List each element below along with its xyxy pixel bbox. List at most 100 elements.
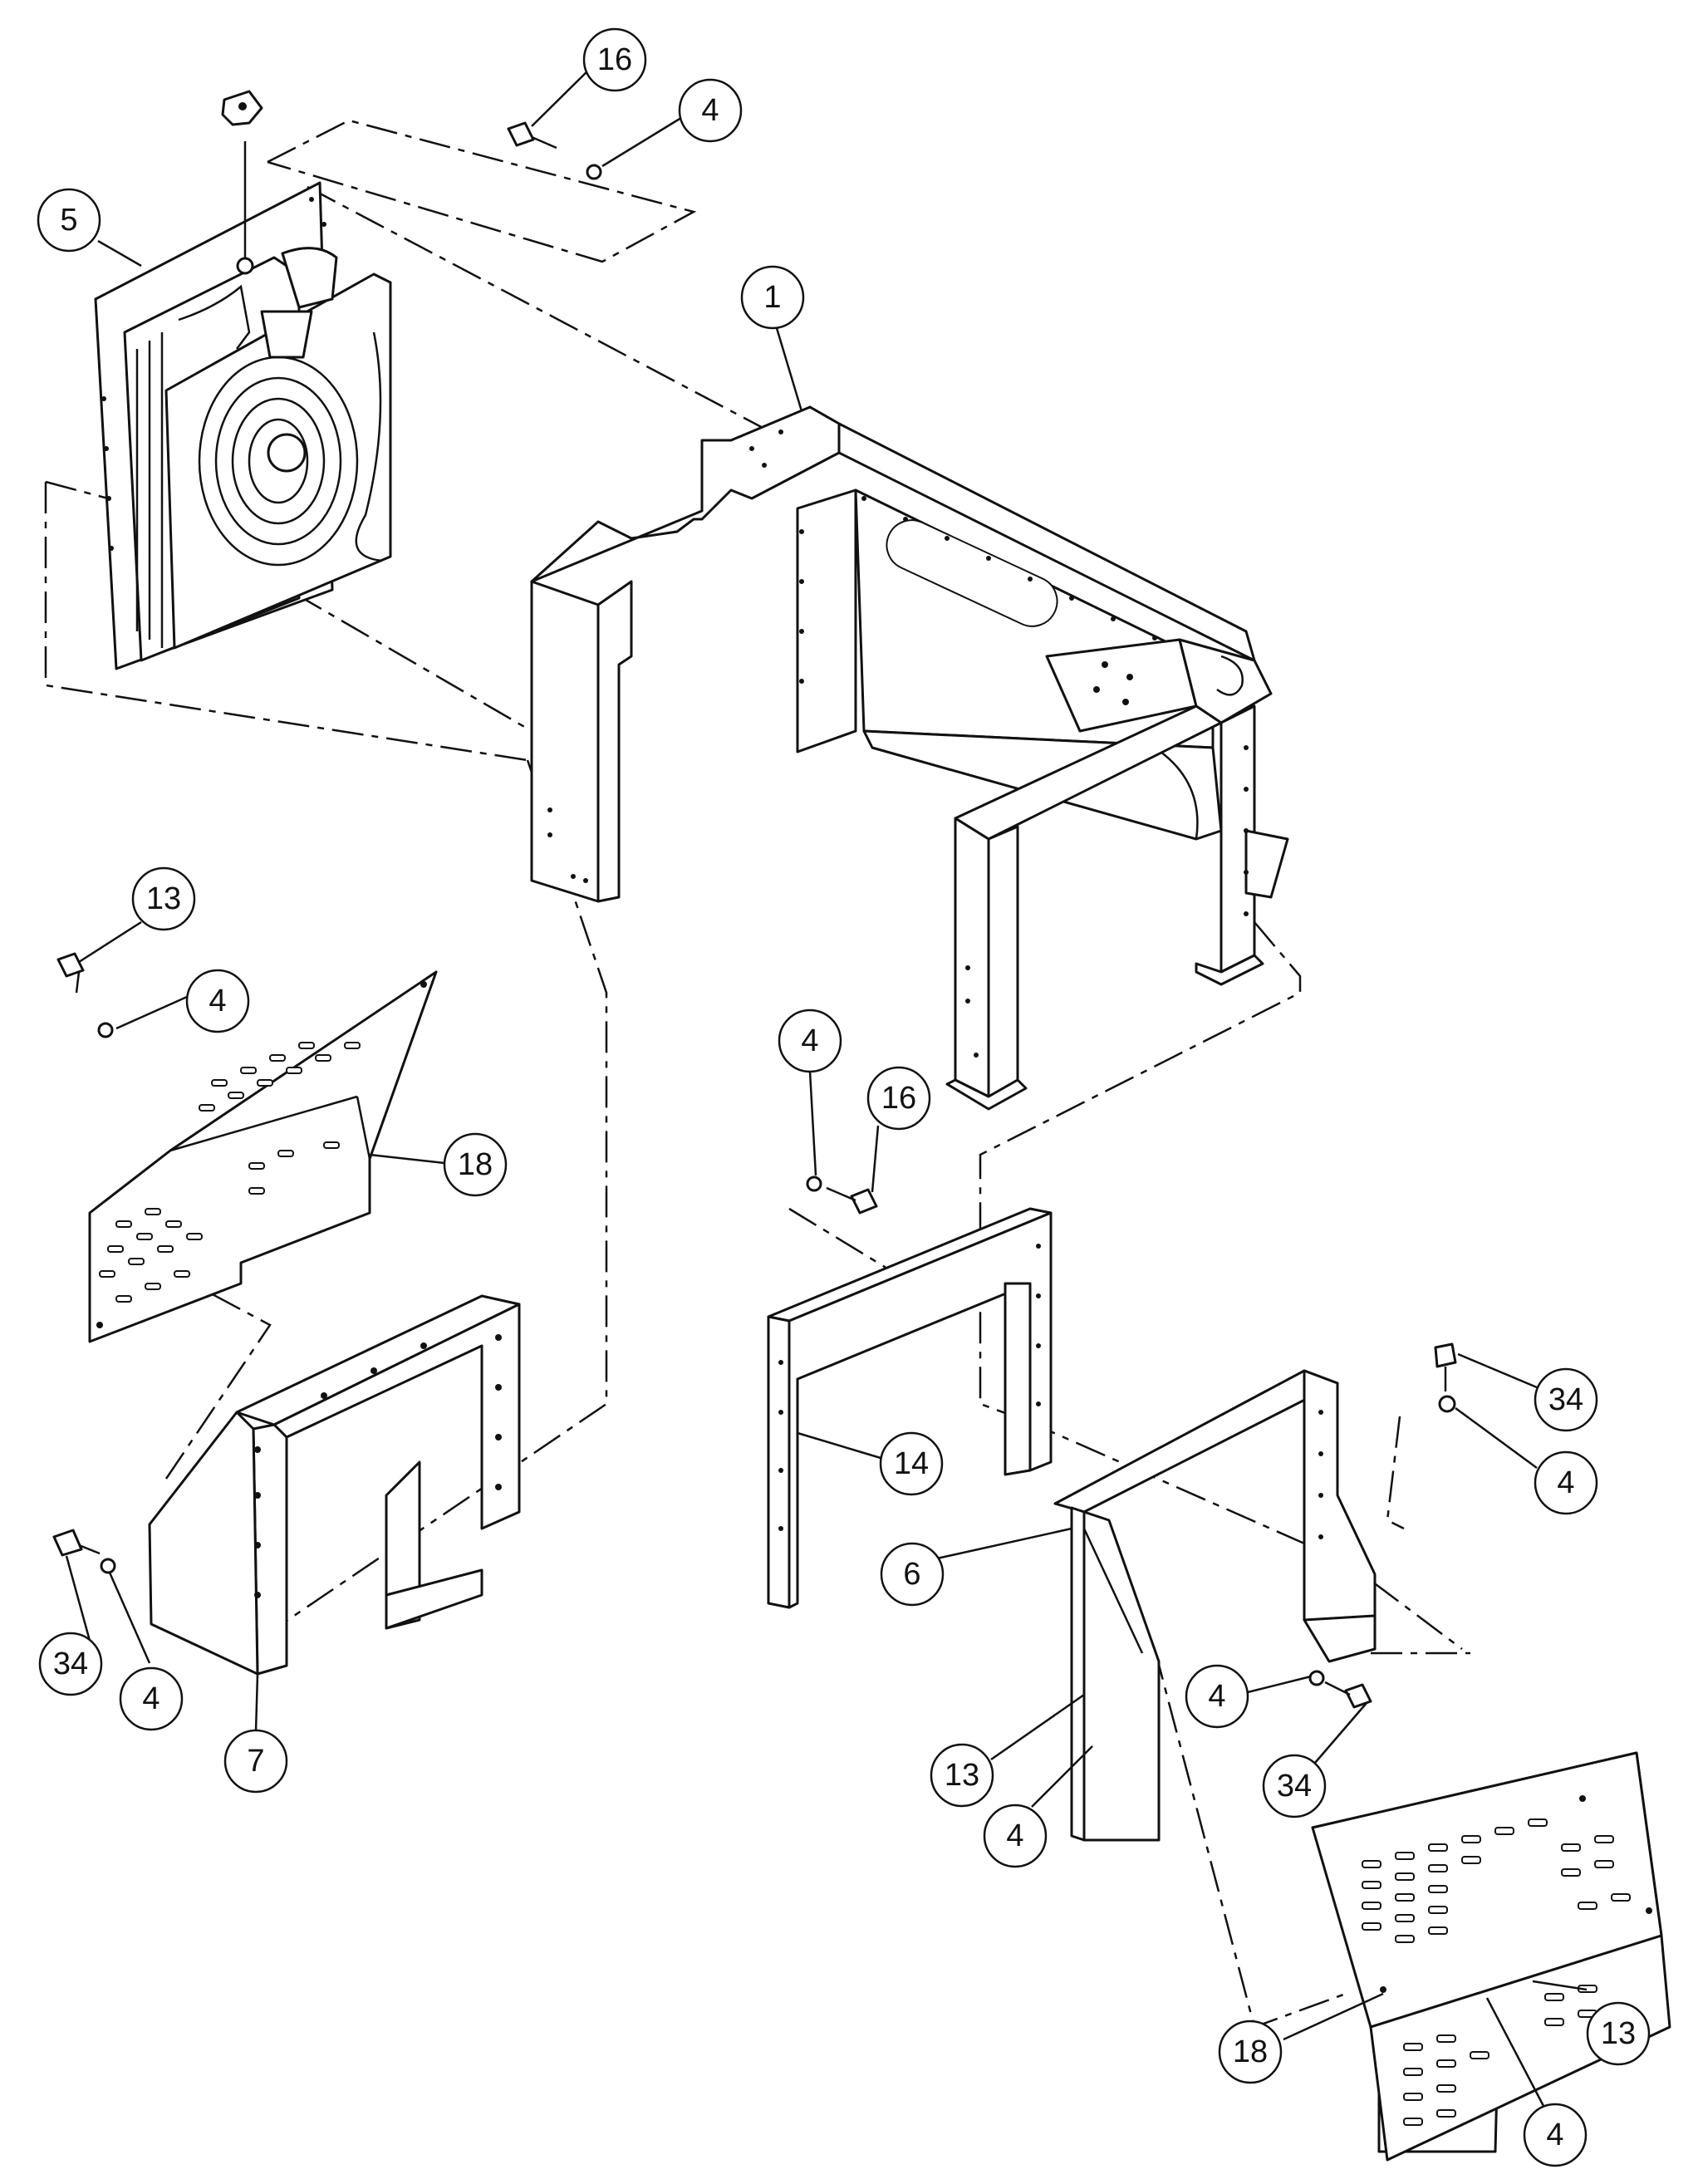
- callout-34-right: 34: [1534, 1367, 1598, 1432]
- callout-13-left: 13: [131, 866, 196, 931]
- frame-bracket: [1244, 829, 1289, 899]
- path-right-leg: [979, 921, 1302, 1422]
- fan-hub: [267, 433, 307, 473]
- callout-4-lowright: 4: [1185, 1664, 1249, 1729]
- svg-text:1: 1: [763, 280, 781, 315]
- perforated-panel-left: [88, 970, 438, 1343]
- frame-left-leg-side: [596, 580, 633, 903]
- panel-18-left-slots: [99, 1042, 361, 1303]
- callout-4-panel: 4: [1523, 2103, 1588, 2167]
- svg-text:4: 4: [1208, 1679, 1225, 1714]
- shroud-7-inner-bottom: [385, 1568, 483, 1630]
- radiator-hose: [260, 310, 313, 359]
- washer-4-left: [97, 1022, 114, 1038]
- frame-right-leg-side: [987, 825, 1019, 1098]
- path-panel18a-link: [164, 1290, 272, 1480]
- svg-text:13: 13: [146, 881, 181, 916]
- svg-text:4: 4: [142, 1681, 159, 1716]
- frame-back-post: [796, 488, 857, 753]
- shroud-6-edge: [1070, 1506, 1086, 1842]
- bolt-16-top-head: [507, 121, 535, 147]
- shroud-7-inner-wall: [385, 1460, 421, 1630]
- u-frame-right-inner: [1004, 1282, 1032, 1476]
- washer-4-lowleft: [100, 1558, 116, 1574]
- callout-13-panel: 13: [1586, 2001, 1651, 2066]
- svg-text:6: 6: [903, 1557, 920, 1592]
- radiator-assembly: [94, 90, 392, 670]
- callout-34-left: 34: [38, 1632, 103, 1696]
- svg-text:16: 16: [597, 42, 632, 77]
- shroud-7-top: [235, 1294, 521, 1426]
- callout-4-right: 4: [1534, 1450, 1598, 1515]
- callout-5: 5: [37, 188, 101, 253]
- callout-7: 7: [223, 1729, 288, 1794]
- svg-text:5: 5: [60, 203, 77, 238]
- u-frame: [767, 1207, 1053, 1609]
- main-frame: [530, 405, 1289, 1111]
- panel-18-right-slots: [1362, 1818, 1631, 2126]
- svg-text:18: 18: [1233, 2034, 1268, 2069]
- frame-holes: [749, 429, 1249, 916]
- shroud-6-right-post: [1303, 1369, 1377, 1659]
- callout-16-top: 16: [582, 27, 647, 92]
- svg-text:16: 16: [881, 1081, 916, 1116]
- svg-text:34: 34: [1548, 1382, 1583, 1417]
- path-radiator-to-frame: [307, 185, 811, 454]
- washer-4-mid: [806, 1175, 822, 1192]
- washer-4-right: [1438, 1395, 1456, 1413]
- shroud-6-top: [1053, 1369, 1339, 1514]
- right-shroud: [1053, 1369, 1377, 1842]
- bolt-34-lowright-head: [1344, 1683, 1372, 1709]
- path-bolt16-to-frame: [267, 119, 697, 263]
- left-shroud: [148, 1294, 521, 1676]
- washer-4-top: [586, 164, 602, 180]
- shroud-6-foot: [1303, 1614, 1377, 1663]
- shroud-7-edge: [252, 1423, 288, 1676]
- frame-corner: [1178, 638, 1273, 724]
- frame-right-leg: [954, 817, 990, 1098]
- frame-right-foot: [945, 1078, 1028, 1111]
- callout-1: 1: [740, 265, 805, 330]
- callout-18-left: 18: [443, 1132, 508, 1197]
- callout-4-mid: 4: [778, 1009, 842, 1073]
- shroud-6-front-panel: [1082, 1510, 1161, 1842]
- frame-left-leg-front: [530, 580, 600, 903]
- washer-4-lowright: [1308, 1670, 1325, 1686]
- svg-text:34: 34: [1277, 1769, 1312, 1804]
- callout-13-center: 13: [930, 1743, 994, 1808]
- callout-4-center: 4: [983, 1804, 1048, 1868]
- svg-text:18: 18: [458, 1147, 493, 1182]
- svg-text:13: 13: [1601, 2016, 1636, 2051]
- panel-18-left-body: [88, 970, 438, 1343]
- callouts: 16 4 5 1 13 4 18 4 16 34 4 14 6 34 4 7 4…: [37, 27, 1651, 2167]
- svg-text:34: 34: [53, 1647, 88, 1681]
- bolt-34-right-head: [1434, 1342, 1457, 1368]
- frame-back-right-foot: [1195, 954, 1264, 986]
- callout-6: 6: [880, 1542, 945, 1607]
- shroud-7-side: [148, 1411, 259, 1676]
- svg-text:4: 4: [701, 93, 719, 128]
- path-bolt34-right: [1386, 1416, 1405, 1530]
- callout-34-lowright: 34: [1262, 1754, 1327, 1818]
- svg-text:14: 14: [894, 1446, 929, 1481]
- u-frame-left-edge: [767, 1315, 791, 1609]
- callout-4-top: 4: [678, 78, 743, 143]
- svg-text:4: 4: [1546, 2118, 1563, 2152]
- svg-text:4: 4: [1006, 1818, 1023, 1853]
- callout-4-lowleft: 4: [119, 1666, 184, 1731]
- bolt-34-left-head: [52, 1529, 83, 1557]
- frame-oval-cutout: [886, 519, 1058, 627]
- bolt-16-mid-head: [850, 1188, 878, 1215]
- frame-top-cross: [530, 405, 841, 583]
- perforated-panel-right: [1311, 1751, 1671, 2162]
- callout-18-right: 18: [1218, 2020, 1283, 2084]
- path-radiator-to-left-leg: [44, 482, 528, 762]
- bolt-13-left-head: [56, 952, 85, 978]
- radiator-tank: [281, 247, 338, 309]
- svg-text:13: 13: [945, 1758, 979, 1793]
- svg-text:7: 7: [247, 1744, 264, 1779]
- callout-4-left: 4: [185, 969, 250, 1033]
- svg-text:4: 4: [801, 1023, 818, 1058]
